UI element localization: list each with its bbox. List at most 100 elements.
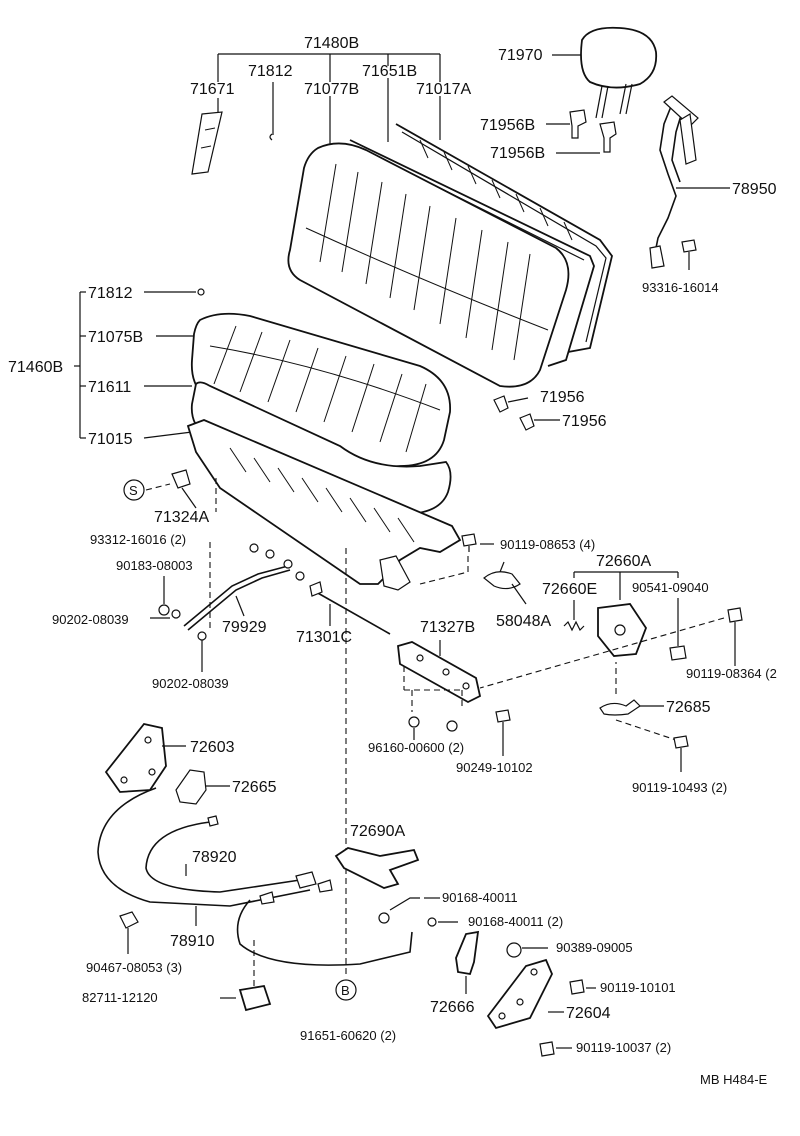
part-78920-cable [145,821,301,893]
part-78950-seatbelt [653,103,677,259]
label-71956B-a: 71956B [480,117,535,134]
part-78910-cable [97,787,311,907]
part-90202-washer-a [171,609,181,619]
label-72660E: 72660E [542,581,597,598]
label-78950: 78950 [732,181,777,198]
part-90119-08364-bolt [727,607,743,623]
part-71956-b [519,413,535,431]
part-90119-10493-bolt [673,735,689,749]
label-71671: 71671 [190,81,235,98]
label-90168-40011-b: 90168-40011 (2) [468,914,563,929]
part-96160-washer-b [446,720,458,732]
part-72603-plate [104,722,167,793]
marker-B-text: B [341,983,350,998]
marker-S [123,479,145,501]
label-71956-a: 71956 [540,389,585,406]
label-71812-side: 71812 [88,285,133,302]
part-72665-lever [175,769,207,805]
label-90202-08039-b: 90202-08039 [152,676,229,691]
part-79929-rod [183,565,289,627]
part-71956B-support-a [569,109,587,139]
label-71324A: 71324A [154,509,209,526]
label-58048A: 58048A [496,613,551,630]
part-71301C-rod [315,591,391,635]
part-96160-washer-a [408,716,420,728]
label-72604: 72604 [566,1005,611,1022]
part-71956-a [493,395,509,413]
part-90541-09040-pin [669,645,687,661]
marker-B [335,979,357,1001]
top-label-tree [217,53,441,148]
label-71460B: 71460B [8,359,63,376]
marker-S-text: S [129,483,138,498]
label-90119-10493: 90119-10493 (2) [632,780,727,795]
label-91651-60620: 91651-60620 (2) [300,1028,396,1043]
part-90202-washer-b [197,631,207,641]
part-71970-headrest [580,26,658,89]
label-90467-08053: 90467-08053 (3) [86,960,182,975]
part-71015-cushionframe [186,419,462,591]
label-71480B: 71480B [304,35,359,52]
part-71812-clip [269,133,273,141]
label-90202-08039-a: 90202-08039 [52,612,129,627]
label-90389-09005: 90389-09005 [556,940,633,955]
label-90541-09040: 90541-09040 [632,580,709,595]
label-90183-08003: 90183-08003 [116,558,193,573]
label-90119-10037: 90119-10037 (2) [576,1040,671,1055]
label-96160-00600: 96160-00600 (2) [368,740,464,755]
label-90168-40011-a: 90168-40011 [442,890,518,905]
part-90119-08653-bolt [461,533,477,547]
label-72603: 72603 [190,739,235,756]
label-71017A: 71017A [416,81,471,98]
part-93316-bolt [681,239,697,253]
left-label-bracket [74,291,196,439]
part-71077B-backcover [287,142,570,388]
footer-code: MB H484-E [700,1072,768,1087]
label-71651B: 71651B [362,63,417,80]
part-90168-clip-a [378,912,390,924]
label-90119-08364: 90119-08364 (2 [686,666,777,681]
part-72690A-handle [334,847,420,889]
label-90119-08653: 90119-08653 (4) [500,537,595,552]
part-72660E-spring [563,620,585,632]
label-71956B-b: 71956B [490,145,545,162]
part-90389-nut [506,942,522,958]
part-71324A-clip [171,469,191,489]
part-90168-clip-b [427,917,437,927]
part-58048A-hook [483,571,521,590]
label-78920: 78920 [192,849,237,866]
label-71970: 71970 [498,47,543,64]
label-71075B: 71075B [88,329,143,346]
label-72665: 72665 [232,779,277,796]
label-90249-10102: 90249-10102 [456,760,533,775]
part-cable-lower [236,899,413,966]
label-72660A: 72660A [596,553,651,570]
label-78910: 78910 [170,933,215,950]
part-72685-link [599,699,641,716]
part-71671-strip [191,111,223,175]
label-90119-10101: 90119-10101 [600,980,676,995]
part-71956B-support-b [599,121,617,153]
label-71077B: 71077B [304,81,359,98]
label-93312-16016: 93312-16016 (2) [90,532,186,547]
part-71327B-bracket [397,641,482,704]
label-72685: 72685 [666,699,711,716]
label-79929: 79929 [222,619,267,636]
part-90119-10101-bolt [569,979,585,995]
label-71301C: 71301C [296,629,352,646]
label-71956-b: 71956 [562,413,607,430]
part-82711-connector [238,984,272,1012]
part-72666-lever [455,930,480,976]
label-72690A: 72690A [350,823,405,840]
label-71015: 71015 [88,431,133,448]
part-90183-nut [158,604,170,616]
part-72604-plate [486,958,553,1030]
label-72666: 72666 [430,999,475,1016]
part-90119-10037-bolt [539,1041,555,1057]
label-93316-16014: 93316-16014 [642,280,719,295]
label-71327B: 71327B [420,619,475,636]
part-71812-clip-side [197,288,205,296]
part-90467-clip [119,911,139,929]
label-82711-12120: 82711-12120 [82,990,158,1005]
